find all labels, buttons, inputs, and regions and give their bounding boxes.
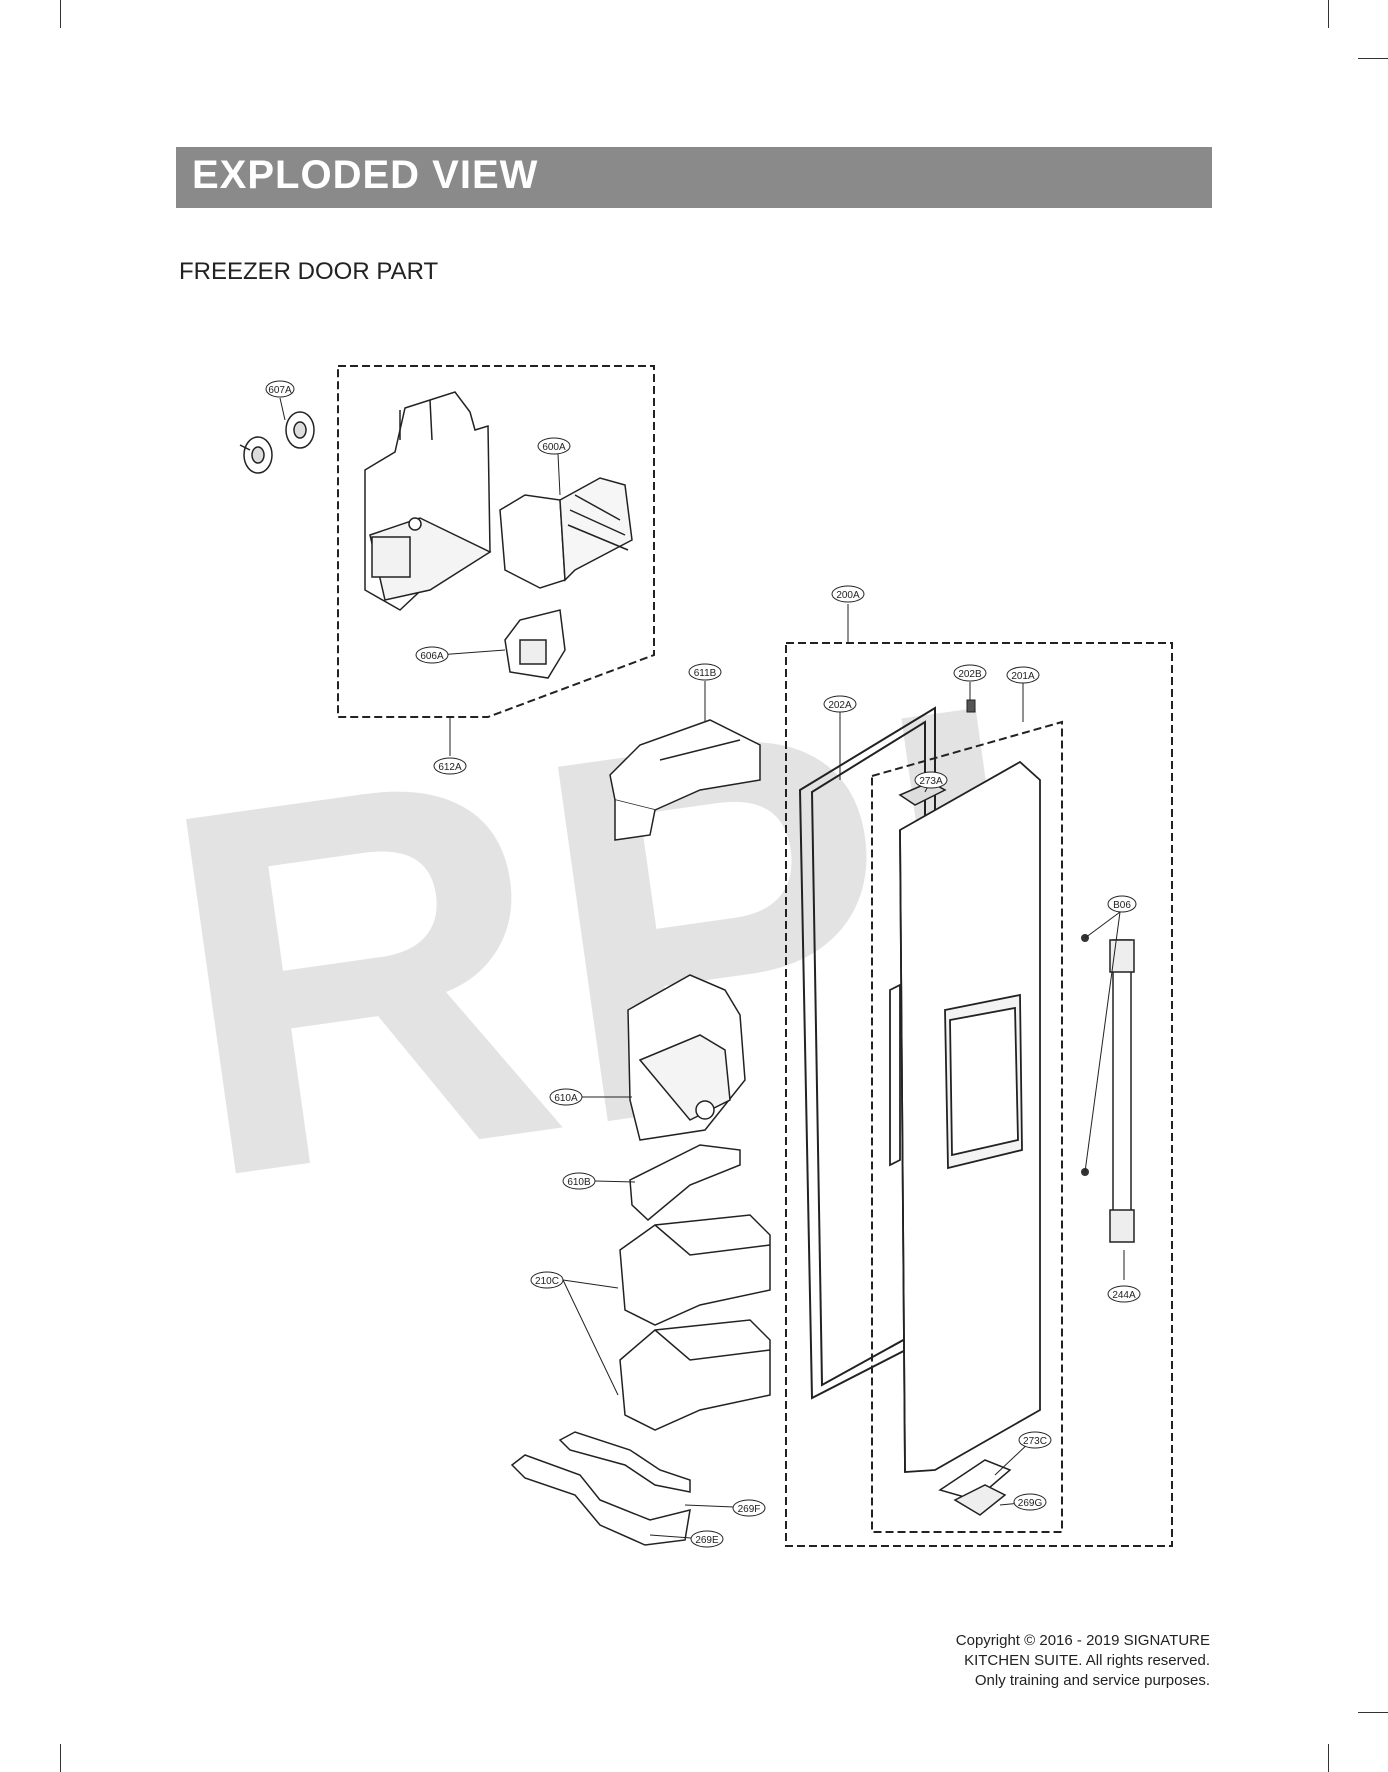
crop-mark-right-top — [1358, 58, 1388, 59]
svg-text:610B: 610B — [567, 1177, 591, 1188]
callout-244a[interactable]: 244A — [1107, 1285, 1141, 1303]
svg-text:269F: 269F — [738, 1504, 761, 1515]
callout-607a[interactable]: 607A — [265, 380, 295, 398]
svg-text:607A: 607A — [268, 385, 292, 396]
svg-text:273A: 273A — [919, 776, 943, 787]
svg-text:200A: 200A — [836, 590, 860, 601]
callout-202b[interactable]: 202B — [953, 664, 987, 682]
callout-269f[interactable]: 269F — [732, 1499, 766, 1517]
crop-mark-bottom-left — [60, 1744, 61, 1772]
leader-lines — [279, 397, 1125, 1539]
door-assembly-box — [785, 642, 1173, 1547]
callout-202a[interactable]: 202A — [823, 695, 857, 713]
part-606a — [504, 609, 566, 679]
svg-text:210C: 210C — [535, 1276, 559, 1287]
icemaker-unit — [499, 477, 633, 589]
part-202b — [966, 699, 976, 713]
crop-mark-right-bottom — [1358, 1712, 1388, 1713]
crop-mark-top-right — [1328, 0, 1329, 28]
icemaker-bracket — [364, 391, 492, 611]
copyright-notice: Copyright © 2016 - 2019 SIGNATURE KITCHE… — [956, 1631, 1210, 1691]
part-210c — [619, 1214, 771, 1431]
screws-b06 — [1081, 934, 1089, 1176]
svg-text:B06: B06 — [1113, 900, 1131, 911]
svg-text:600A: 600A — [542, 442, 566, 453]
svg-text:202B: 202B — [958, 669, 982, 680]
callout-269g[interactable]: 269G — [1013, 1493, 1047, 1511]
callout-610a[interactable]: 610A — [549, 1088, 583, 1106]
door-panel — [889, 760, 1041, 1473]
callout-273c[interactable]: 273C — [1018, 1431, 1052, 1449]
copyright-line-3: Only training and service purposes. — [974, 1672, 1210, 1689]
callout-612a[interactable]: 612A — [433, 757, 467, 775]
svg-text:611B: 611B — [694, 668, 717, 679]
part-610b — [629, 1144, 741, 1222]
svg-text:201A: 201A — [1011, 671, 1035, 682]
svg-text:606A: 606A — [420, 651, 444, 662]
svg-text:269E: 269E — [695, 1535, 719, 1546]
callout-273a[interactable]: 273A — [914, 771, 948, 789]
door-handle — [1109, 939, 1135, 1243]
hinge-bottom — [938, 1459, 1012, 1516]
callout-611b[interactable]: 611B — [688, 663, 722, 681]
part-269-tubes — [510, 1431, 691, 1546]
page-title: EXPLODED VIEW — [192, 153, 539, 197]
svg-text:244A: 244A — [1112, 1290, 1136, 1301]
svg-text:202A: 202A — [828, 700, 852, 711]
part-607a — [239, 411, 315, 474]
crop-mark-bottom-right — [1328, 1744, 1329, 1772]
callout-210c[interactable]: 210C — [530, 1271, 564, 1289]
callout-606a[interactable]: 606A — [415, 646, 449, 664]
part-610a — [627, 974, 746, 1141]
callout-201a[interactable]: 201A — [1006, 666, 1040, 684]
header-banner: EXPLODED VIEW — [176, 147, 1212, 208]
callout-610b[interactable]: 610B — [562, 1172, 596, 1190]
part-611b — [609, 719, 761, 841]
callouts: 607A 600A 606A 612A 611B 200A 202B 201A … — [265, 380, 1141, 1548]
callout-b06[interactable]: B06 — [1107, 895, 1137, 913]
svg-text:269G: 269G — [1018, 1498, 1043, 1509]
callout-600a[interactable]: 600A — [537, 437, 571, 455]
copyright-line-2: KITCHEN SUITE. All rights reserved. — [964, 1652, 1210, 1669]
callout-269e[interactable]: 269E — [690, 1530, 724, 1548]
svg-text:610A: 610A — [554, 1093, 578, 1104]
svg-text:612A: 612A — [438, 762, 462, 773]
copyright-line-1: Copyright © 2016 - 2019 SIGNATURE — [955, 1632, 1210, 1649]
svg-text:273C: 273C — [1023, 1436, 1047, 1447]
icemaker-group-box — [337, 365, 655, 718]
crop-mark-top-left — [60, 0, 61, 28]
callout-200a[interactable]: 200A — [831, 585, 865, 603]
section-title: FREEZER DOOR PART — [179, 258, 439, 285]
